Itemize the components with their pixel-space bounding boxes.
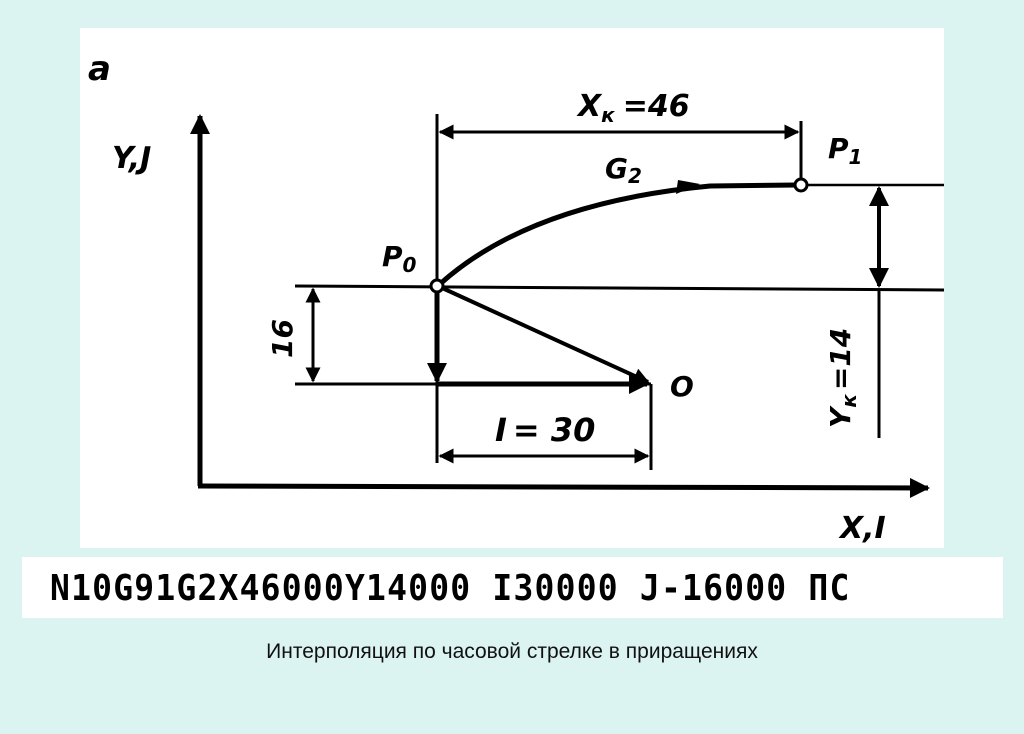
interpolation-diagram: a Y,J X,I P0 P1 O G2 Xк=46 Yк=14 16 I= 3… — [88, 49, 944, 546]
svg-text:16: 16 — [266, 319, 299, 358]
nc-code-text: N10G91G2X46000Y14000 I30000 J-16000 ПС — [50, 566, 851, 609]
point-p0 — [429, 278, 445, 294]
svg-text:Yк=14: Yк=14 — [824, 328, 861, 428]
panel-label: a — [88, 49, 111, 89]
p1-label: P1 — [828, 132, 862, 169]
y-axis-label: Y,J — [112, 141, 151, 176]
slide-caption: Интерполяция по часовой стрелке в приращ… — [266, 640, 758, 663]
axes — [190, 114, 930, 498]
i-dimension-label: I= 30 — [495, 411, 595, 449]
xk-dimension-label: Xк=46 — [576, 89, 690, 127]
diagram-panel: a Y,J X,I P0 P1 O G2 Xк=46 Yк=14 16 I= 3… — [80, 28, 944, 548]
g2-label: G2 — [605, 152, 642, 188]
x-axis-label: X,I — [838, 511, 886, 546]
point-p1 — [793, 177, 809, 193]
center-label: O — [670, 370, 694, 403]
p0-label: P0 — [382, 240, 417, 277]
nc-program-line: N10G91G2X46000Y14000 I30000 J-16000 ПС — [22, 557, 1003, 618]
yk-dimension-label: Yк=14 — [824, 328, 861, 428]
j-dimension-label: 16 — [266, 319, 299, 358]
